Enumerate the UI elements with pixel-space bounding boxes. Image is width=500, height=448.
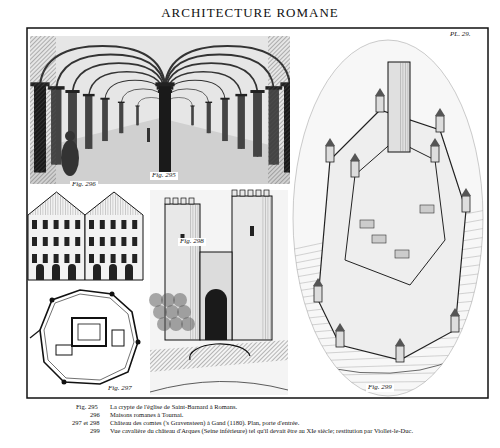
figure-label: Fig. 295 <box>150 172 178 180</box>
plate-number: PL. 29. <box>450 31 470 39</box>
castle-plan <box>30 290 141 385</box>
caption-number: Fig. 295 <box>76 403 98 410</box>
vignette-edge <box>293 40 483 396</box>
plate-frame <box>27 28 488 398</box>
caption-number: 297 et 298 <box>72 419 99 426</box>
houses-drawing <box>28 192 143 280</box>
caption-text: Château des comtes ('s Gravensteen) à Ga… <box>110 419 299 426</box>
caption-text: Maisons romanes à Tournai. <box>110 411 183 418</box>
figure-label: Fig. 296 <box>70 181 98 189</box>
caption-text: Vue cavalière du château d'Arques (Seine… <box>110 427 413 434</box>
caption-number: 299 <box>90 427 100 434</box>
crypt-engraving <box>30 36 290 184</box>
gate-drawing <box>149 190 288 395</box>
figure-label: Fig. 297 <box>106 385 134 393</box>
caption-number: 296 <box>90 411 100 418</box>
figure-label: Fig. 299 <box>366 384 394 392</box>
plate-title: ARCHITECTURE ROMANE <box>0 6 500 20</box>
castle-view <box>290 38 486 399</box>
figure-label: Fig. 298 <box>178 238 206 246</box>
caption-text: La crypte de l'église de Saint-Barnard à… <box>110 403 237 410</box>
